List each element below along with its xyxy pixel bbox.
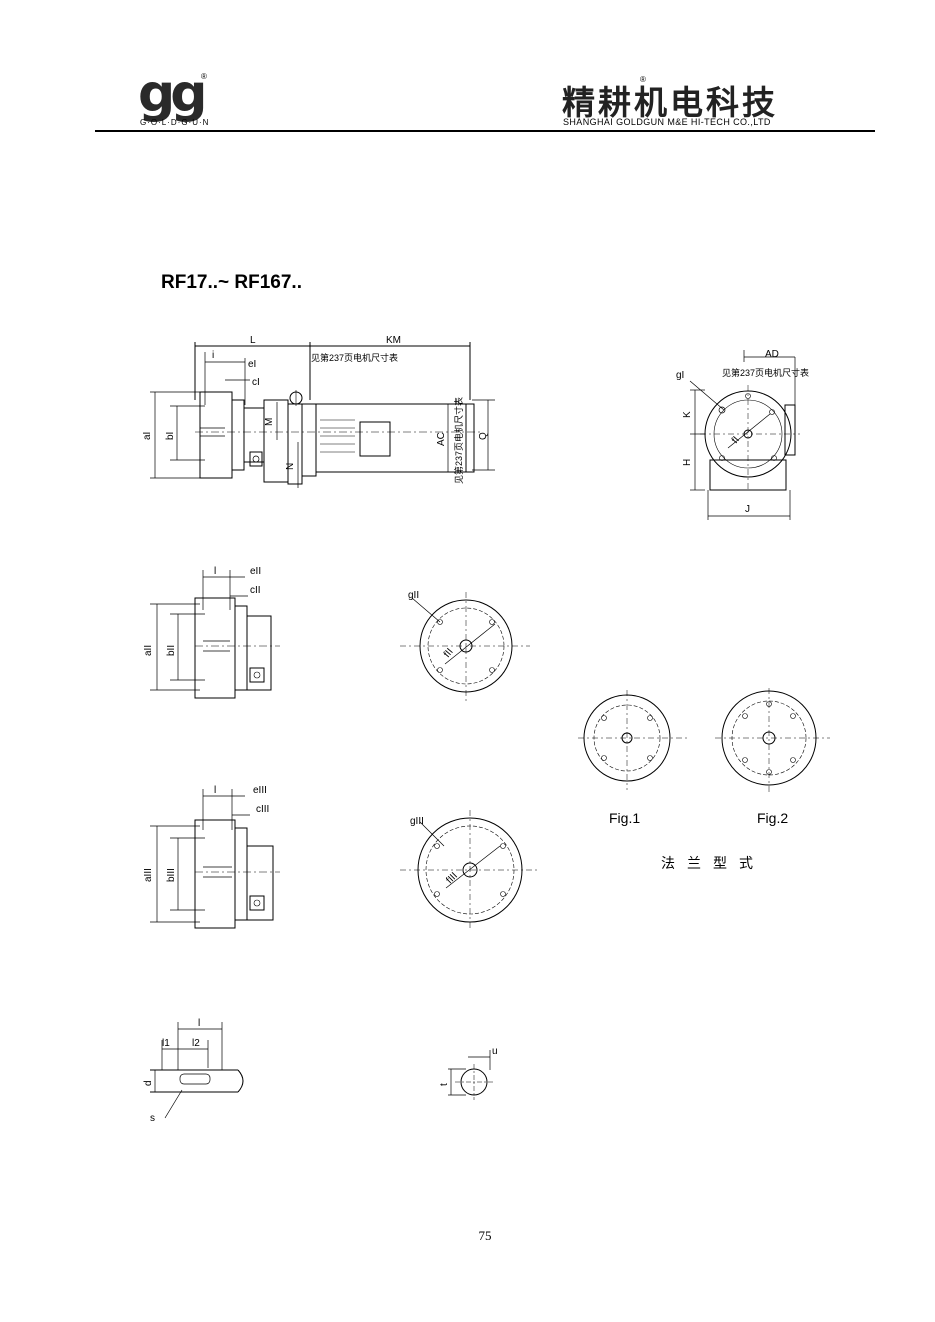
dim-label-c-ii: cII: [250, 585, 261, 596]
dim-label-Q: Q: [478, 432, 489, 440]
dim-label-f: fI: [730, 435, 742, 446]
dim-label-J: J: [745, 504, 750, 515]
dim-label-g-iii: gIII: [410, 816, 424, 827]
dim-label-f-ii: fII: [442, 646, 456, 659]
fig1-label: Fig.1: [609, 810, 641, 826]
flange-type-fig2: [715, 688, 830, 792]
dim-label-M: M: [264, 418, 275, 426]
dim-label-e-iii: eIII: [253, 785, 267, 796]
dim-label-g-ii: gII: [408, 590, 419, 601]
page-number: 75: [478, 1228, 492, 1243]
dim-label-N: N: [285, 463, 296, 470]
company-registered-mark: ®: [640, 75, 646, 84]
dim-label-f-iii: fIII: [444, 870, 460, 886]
dim-label-b: bI: [165, 432, 176, 440]
dim-label-H: H: [682, 459, 693, 466]
dim-label-shaft-l2: l2: [192, 1038, 200, 1049]
dim-label-b-ii: bII: [166, 645, 177, 656]
dim-label-L: L: [250, 335, 256, 346]
dim-label-shaft-d: d: [143, 1080, 154, 1086]
dim-label-shaft-t: t: [439, 1083, 450, 1086]
dim-label-a-iii: aIII: [143, 868, 154, 882]
side-view-drawing: [689, 350, 800, 520]
company-name-en: SHANGHAI GOLDGUN M&E HI-TECH CO.,LTD: [563, 117, 771, 127]
logo-mark: gg: [138, 64, 207, 124]
dim-label-AD: AD: [765, 349, 779, 360]
dim-label-e-ii: eII: [250, 566, 261, 577]
shaft-detail-drawing: [150, 1022, 495, 1119]
dim-label-b-iii: bIII: [166, 868, 177, 882]
dim-label-c: cI: [252, 377, 260, 388]
flange-iii-drawing: [150, 789, 540, 930]
dim-label-KM: KM: [386, 335, 401, 346]
dim-label-l-ii: l: [214, 566, 216, 577]
dim-label-e: eI: [248, 359, 256, 370]
dim-label-shaft-s: s: [150, 1113, 155, 1124]
dim-label-a: aI: [142, 432, 153, 440]
flange-type-fig1: [578, 690, 688, 790]
dim-label-g: gI: [676, 370, 684, 381]
dim-label-shaft-u: u: [492, 1046, 498, 1057]
page-title: RF17..~ RF167..: [161, 272, 302, 293]
logo-text: G·O·L·D·G·U·N: [140, 118, 210, 127]
company-name-cn: 精耕机电科技: [562, 83, 778, 122]
flange-ii-drawing: [150, 570, 530, 702]
logo-registered-mark: ®: [201, 72, 207, 81]
flange-types-caption: 法兰型式: [661, 856, 765, 872]
header-rule: [95, 130, 875, 132]
dim-label-K: K: [682, 411, 693, 418]
dim-label-l-iii: l: [214, 785, 216, 796]
fig2-label: Fig.2: [757, 810, 789, 826]
dim-label-c-iii: cIII: [256, 804, 269, 815]
note-motor-table-vertical: 见第237页电机尺寸表: [453, 397, 464, 484]
note-motor-table-side: 见第237页电机尺寸表: [722, 367, 809, 378]
dim-label-AC: AC: [436, 432, 447, 446]
dim-label-shaft-l: l: [198, 1018, 200, 1029]
dim-label-shaft-l1: l1: [162, 1038, 170, 1049]
dim-label-a-ii: aII: [143, 645, 154, 656]
dim-label-i: i: [212, 350, 214, 361]
note-motor-table: 见第237页电机尺寸表: [311, 352, 398, 363]
main-assembly-drawing: [150, 342, 495, 488]
